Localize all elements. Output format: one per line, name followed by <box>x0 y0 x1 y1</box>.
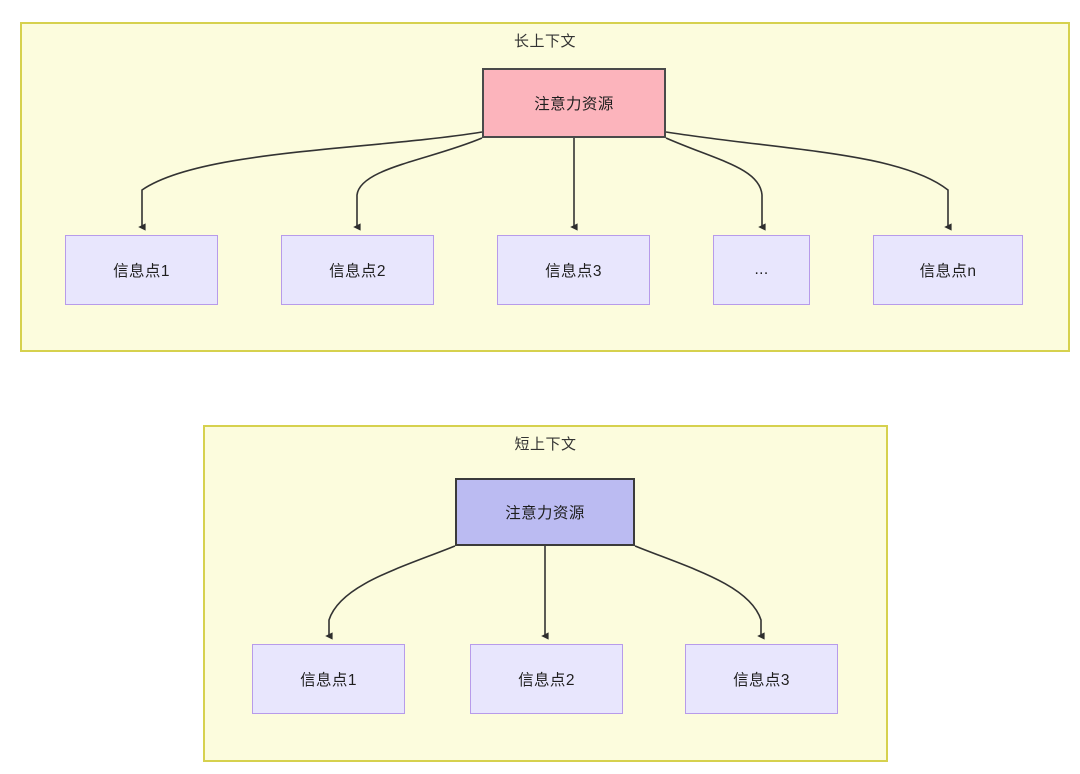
node-label: 信息点2 <box>329 263 386 280</box>
node-label: 信息点n <box>919 263 977 280</box>
node-label: 信息点2 <box>518 672 575 689</box>
node-label: 信息点3 <box>733 672 790 689</box>
node-attention-resource-short[interactable]: 注意力资源 <box>455 478 635 546</box>
panel-short-context-title: 短上下文 <box>514 436 577 453</box>
node-label: 注意力资源 <box>505 505 585 522</box>
node-label: 信息点3 <box>545 263 602 280</box>
node-label: 注意力资源 <box>534 96 614 113</box>
node-label: 信息点1 <box>300 672 357 689</box>
node-short-info-point-3[interactable]: 信息点3 <box>685 644 838 714</box>
node-long-info-point-3[interactable]: 信息点3 <box>497 235 650 305</box>
node-label: ... <box>754 261 769 278</box>
node-long-info-point-ellipsis[interactable]: ... <box>713 235 810 305</box>
panel-long-context-title: 长上下文 <box>513 33 576 50</box>
node-attention-resource-long[interactable]: 注意力资源 <box>482 68 666 138</box>
node-long-info-point-n[interactable]: 信息点n <box>873 235 1023 305</box>
node-long-info-point-1[interactable]: 信息点1 <box>65 235 218 305</box>
node-label: 信息点1 <box>113 263 170 280</box>
node-short-info-point-1[interactable]: 信息点1 <box>252 644 405 714</box>
node-long-info-point-2[interactable]: 信息点2 <box>281 235 434 305</box>
node-short-info-point-2[interactable]: 信息点2 <box>470 644 623 714</box>
